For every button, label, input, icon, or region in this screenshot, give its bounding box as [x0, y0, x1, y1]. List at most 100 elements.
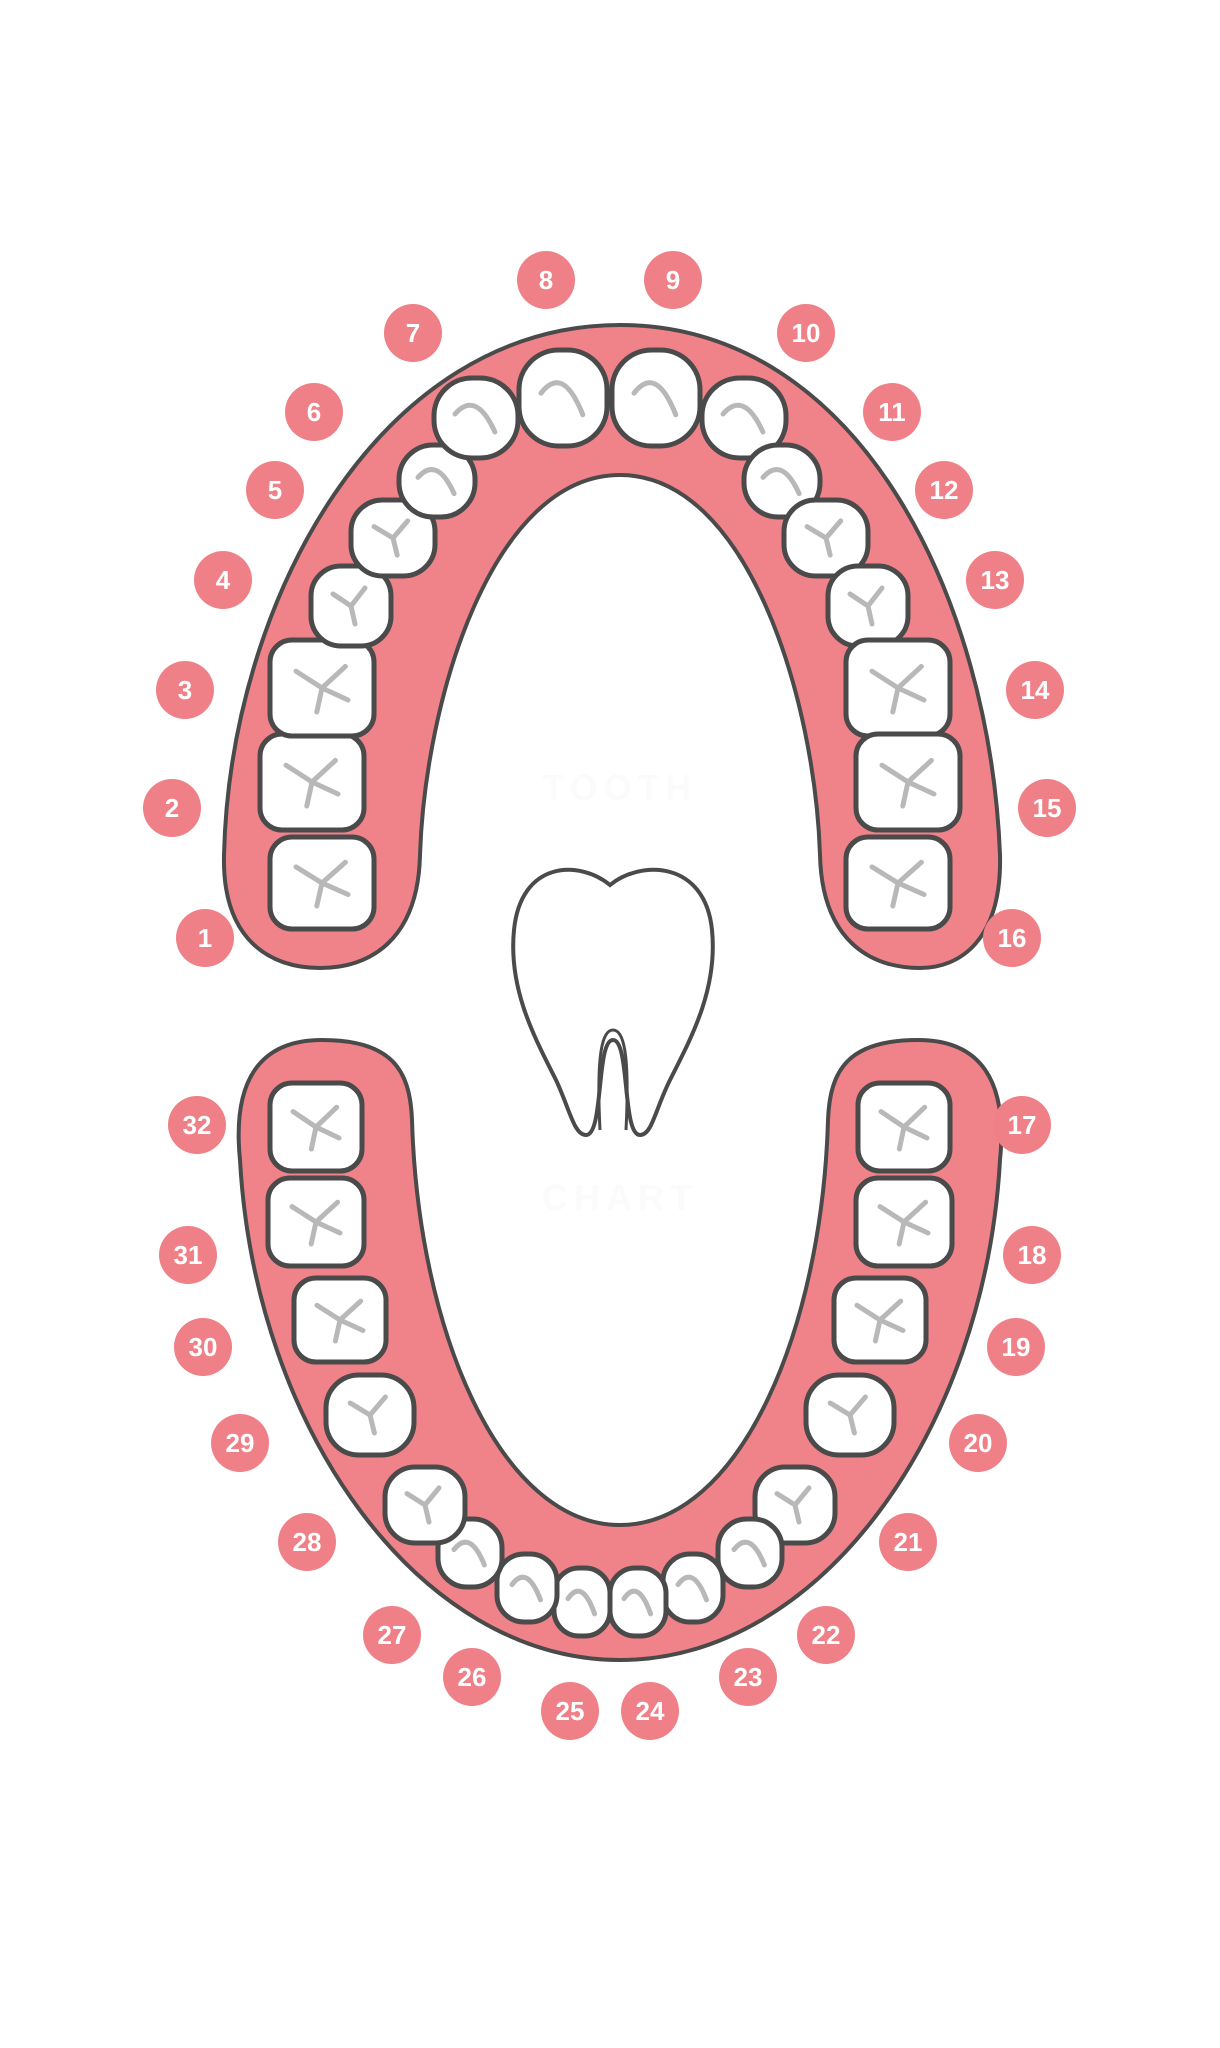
tooth-groove — [330, 585, 368, 627]
badge-number: 11 — [878, 397, 906, 427]
tooth-31[interactable] — [265, 1175, 367, 1269]
tooth-number-badge-3[interactable]: 3 — [156, 661, 214, 719]
tooth-20[interactable] — [803, 1372, 897, 1458]
tooth-6[interactable] — [396, 442, 478, 520]
tooth-number-badge-4[interactable]: 4 — [194, 551, 252, 609]
badge-circle — [966, 551, 1024, 609]
tooth-groove — [289, 1199, 343, 1247]
tooth-number-badge-20[interactable]: 20 — [949, 1414, 1007, 1472]
tooth-number-badge-5[interactable]: 5 — [246, 461, 304, 519]
tooth-28[interactable] — [382, 1464, 468, 1546]
tooth-number-badge-10[interactable]: 10 — [777, 304, 835, 362]
tooth-number-badge-14[interactable]: 14 — [1006, 661, 1064, 719]
tooth-number-badge-7[interactable]: 7 — [384, 304, 442, 362]
tooth-number-badge-31[interactable]: 31 — [159, 1226, 217, 1284]
tooth-23[interactable] — [660, 1551, 726, 1625]
tooth-number-badge-9[interactable]: 9 — [644, 251, 702, 309]
badge-circle — [211, 1414, 269, 1472]
badge-number: 24 — [636, 1696, 665, 1726]
badge-circle — [987, 1318, 1045, 1376]
badge-number: 10 — [792, 318, 821, 348]
tooth-number-badge-19[interactable]: 19 — [987, 1318, 1045, 1376]
tooth-16[interactable] — [843, 834, 953, 932]
tooth-3[interactable] — [267, 637, 377, 739]
badge-number: 13 — [981, 565, 1010, 595]
tooth-13[interactable] — [825, 563, 911, 649]
tooth-number-badge-1[interactable]: 1 — [176, 909, 234, 967]
tooth-24[interactable] — [607, 1565, 669, 1639]
badge-circle — [949, 1414, 1007, 1472]
tooth-number-badge-26[interactable]: 26 — [443, 1648, 501, 1706]
badge-number: 20 — [964, 1428, 993, 1458]
tooth-30[interactable] — [291, 1275, 389, 1365]
badge-number: 27 — [378, 1620, 407, 1650]
tooth-number-badge-32[interactable]: 32 — [168, 1096, 226, 1154]
tooth-groove — [879, 757, 937, 809]
tooth-number-badge-8[interactable]: 8 — [517, 251, 575, 309]
badge-number: 29 — [226, 1428, 255, 1458]
badge-circle — [777, 304, 835, 362]
tooth-number-badge-13[interactable]: 13 — [966, 551, 1024, 609]
tooth-number-badge-11[interactable]: 11 — [863, 383, 921, 441]
tooth-groove — [720, 402, 766, 435]
tooth-crown — [494, 1551, 560, 1625]
badge-circle — [384, 304, 442, 362]
badge-number: 7 — [406, 318, 420, 348]
tooth-number-badge-30[interactable]: 30 — [174, 1318, 232, 1376]
tooth-number-badge-16[interactable]: 16 — [983, 909, 1041, 967]
tooth-5[interactable] — [348, 497, 438, 579]
tooth-25[interactable] — [551, 1565, 613, 1639]
tooth-groove — [878, 1104, 930, 1152]
tooth-groove — [538, 380, 586, 418]
tooth-2[interactable] — [257, 731, 367, 833]
tooth-number-badge-12[interactable]: 12 — [915, 461, 973, 519]
tooth-number-badge-18[interactable]: 18 — [1003, 1226, 1061, 1284]
tooth-number-badge-24[interactable]: 24 — [621, 1682, 679, 1740]
tooth-number-badge-17[interactable]: 17 — [993, 1096, 1051, 1154]
tooth-22[interactable] — [715, 1516, 785, 1590]
badge-number: 6 — [307, 397, 321, 427]
tooth-groove — [314, 1298, 366, 1344]
tooth-number-badge-21[interactable]: 21 — [879, 1513, 937, 1571]
tooth-groove — [293, 663, 351, 715]
tooth-26[interactable] — [494, 1551, 560, 1625]
tooth-number-badge-28[interactable]: 28 — [278, 1513, 336, 1571]
tooth-number-badge-29[interactable]: 29 — [211, 1414, 269, 1472]
tooth-11[interactable] — [741, 442, 823, 520]
tooth-9[interactable] — [609, 347, 703, 449]
badge-circle — [644, 251, 702, 309]
tooth-12[interactable] — [781, 497, 871, 579]
badge-number: 28 — [293, 1527, 322, 1557]
tooth-groove — [415, 467, 457, 497]
tooth-21[interactable] — [752, 1464, 838, 1546]
tooth-7[interactable] — [431, 375, 521, 461]
tooth-number-badge-23[interactable]: 23 — [719, 1648, 777, 1706]
upper-teeth — [257, 347, 963, 932]
tooth-10[interactable] — [699, 375, 789, 461]
badge-circle — [285, 383, 343, 441]
tooth-number-badge-25[interactable]: 25 — [541, 1682, 599, 1740]
tooth-8[interactable] — [516, 347, 610, 449]
badge-number: 31 — [174, 1240, 203, 1270]
tooth-1[interactable] — [267, 834, 377, 932]
tooth-number-badge-15[interactable]: 15 — [1018, 779, 1076, 837]
badge-circle — [1006, 661, 1064, 719]
tooth-17[interactable] — [855, 1080, 953, 1174]
tooth-number-badge-22[interactable]: 22 — [797, 1606, 855, 1664]
tooth-number-badge-2[interactable]: 2 — [143, 779, 201, 837]
badge-circle — [246, 461, 304, 519]
tooth-4[interactable] — [308, 563, 394, 649]
tooth-19[interactable] — [831, 1275, 929, 1365]
tooth-32[interactable] — [267, 1080, 365, 1174]
badge-number: 8 — [539, 265, 553, 295]
tooth-groove — [631, 380, 679, 418]
badge-circle — [915, 461, 973, 519]
tooth-15[interactable] — [853, 731, 963, 833]
badge-number: 16 — [998, 923, 1027, 953]
tooth-number-badge-6[interactable]: 6 — [285, 383, 343, 441]
tooth-29[interactable] — [323, 1372, 417, 1458]
tooth-14[interactable] — [843, 637, 953, 739]
tooth-18[interactable] — [853, 1175, 955, 1269]
tooth-number-badge-27[interactable]: 27 — [363, 1606, 421, 1664]
badge-circle — [719, 1648, 777, 1706]
